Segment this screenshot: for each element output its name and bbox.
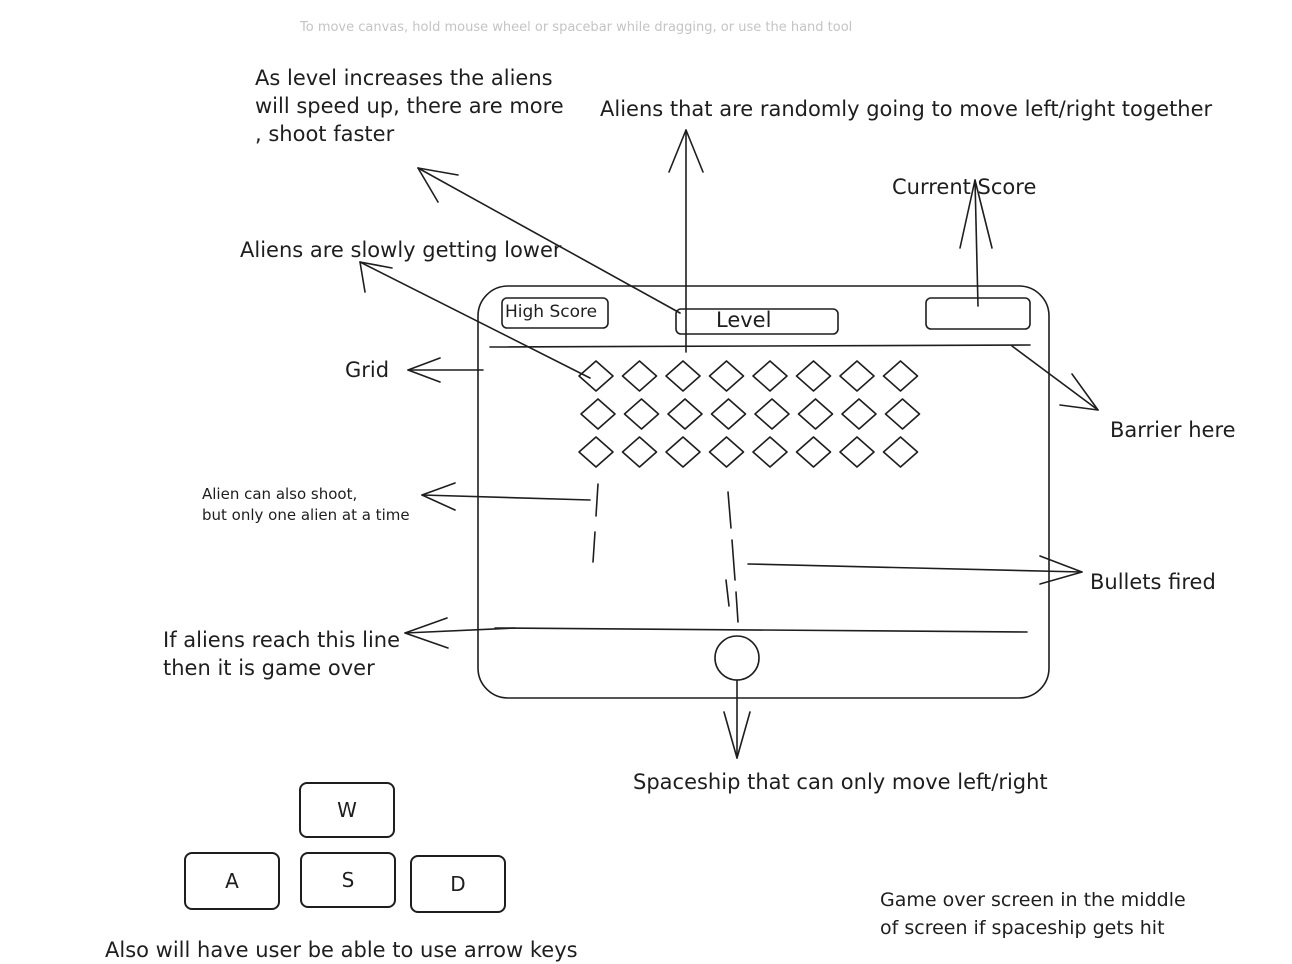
level-box [675, 308, 839, 335]
arrow-grid [407, 357, 484, 383]
note-game-over-screen[interactable]: Game over screen in the middle of screen… [880, 889, 1186, 939]
alien [752, 436, 788, 468]
alien [795, 360, 832, 392]
alien [839, 436, 875, 468]
key-s[interactable]: S [300, 852, 396, 908]
note-game-over-line[interactable]: If aliens reach this line then it is gam… [163, 628, 401, 680]
alien [882, 360, 919, 392]
alien [578, 360, 614, 392]
arrow-barrier [1011, 345, 1099, 411]
game-frame [477, 285, 1050, 699]
key-w[interactable]: W [299, 782, 395, 838]
alien [665, 360, 701, 392]
alien [882, 436, 919, 468]
alien-bullet [595, 483, 599, 517]
spaceship [714, 635, 760, 681]
high-score-label: High Score [505, 302, 598, 322]
high-score-box [501, 297, 609, 329]
note-barrier[interactable]: Barrier here [1110, 418, 1236, 442]
canvas-hint: To move canvas, hold mouse wheel or spac… [300, 20, 853, 35]
game-over-line [494, 627, 1028, 633]
arrow-game-over-line [404, 617, 516, 649]
key-a-label: A [225, 869, 239, 893]
note-current-score[interactable]: Current Score [892, 175, 1037, 199]
note-arrow-keys[interactable]: Also will have user be able to use arrow… [105, 938, 578, 962]
top-barrier-line [489, 344, 1031, 348]
key-d[interactable]: D [410, 855, 506, 913]
key-d-label: D [450, 872, 466, 896]
note-spaceship[interactable]: Spaceship that can only move left/right [633, 770, 1048, 794]
alien-bullet [592, 531, 596, 563]
arrow-aliens-lower [359, 261, 591, 379]
note-level-speedup[interactable]: As level increases the aliens will speed… [255, 66, 564, 146]
alien [708, 360, 745, 392]
arrow-level-speedup [417, 167, 681, 314]
player-bullet [731, 539, 736, 581]
note-grid[interactable]: Grid [345, 358, 390, 382]
arrow-alien-shoot [421, 482, 591, 511]
alien [754, 398, 790, 430]
key-s-label: S [341, 868, 355, 892]
arrow-aliens-move [668, 129, 704, 353]
arrow-spaceship [723, 679, 751, 759]
alien [710, 398, 747, 430]
player-bullet [727, 491, 732, 529]
alien [621, 436, 658, 468]
alien [752, 360, 788, 392]
note-alien-shoot[interactable]: Alien can also shoot, but only one alien… [202, 485, 410, 524]
alien [884, 398, 921, 430]
alien-grid [578, 360, 921, 468]
player-bullet [735, 591, 739, 623]
alien [580, 398, 616, 430]
alien [841, 398, 877, 430]
alien [795, 436, 832, 468]
alien [665, 436, 701, 468]
key-a[interactable]: A [184, 852, 280, 910]
note-aliens-move[interactable]: Aliens that are randomly going to move l… [600, 97, 1213, 121]
alien [667, 398, 703, 430]
alien [623, 398, 660, 430]
note-aliens-lower[interactable]: Aliens are slowly getting lower [240, 238, 562, 262]
player-bullet [725, 579, 730, 607]
key-w-label: W [337, 798, 357, 822]
level-label: Level [716, 308, 772, 332]
alien [797, 398, 834, 430]
alien [839, 360, 875, 392]
note-bullets[interactable]: Bullets fired [1090, 570, 1216, 594]
alien [578, 436, 614, 468]
arrow-bullets [747, 555, 1083, 585]
arrow-current-score [959, 179, 993, 307]
alien [708, 436, 745, 468]
alien [621, 360, 658, 392]
